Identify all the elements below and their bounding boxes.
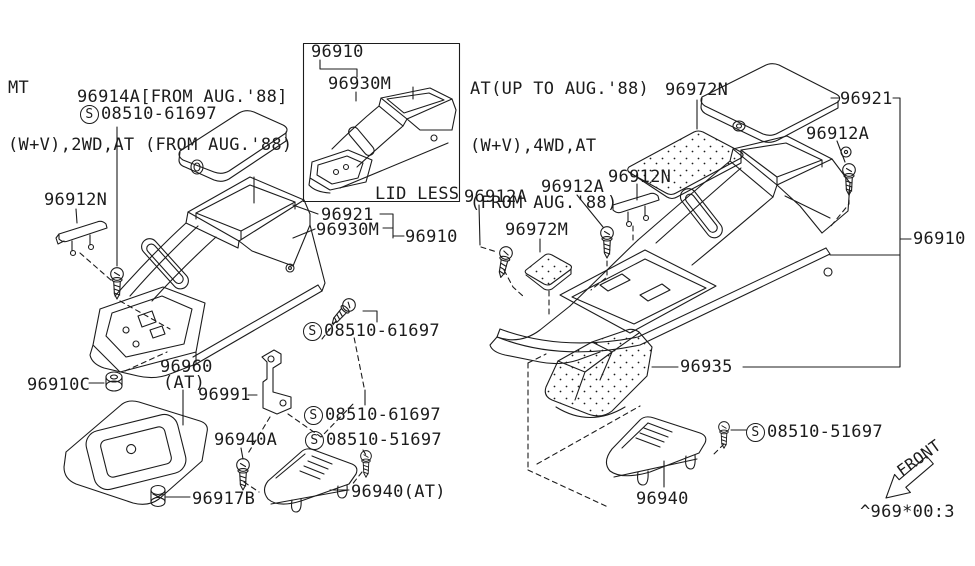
- config-note-2wd: MT (W+V),2WD,AT (FROM AUG.'88): [8, 41, 292, 174]
- screw-icon: [494, 244, 515, 280]
- part-label-96935: 96935: [680, 357, 733, 377]
- part-label-96917b: 96917B: [192, 489, 256, 509]
- config-note-line: (W+V),2WD,AT (FROM AUG.'88): [8, 135, 293, 156]
- pad-96972m: [524, 253, 573, 286]
- boot-96935: [544, 328, 653, 418]
- part-label-96940-at: 96940(AT): [351, 482, 446, 502]
- fastener-number: 08510-61697: [324, 321, 440, 341]
- latch-96912n-left: [55, 220, 108, 257]
- s-symbol-icon: S: [746, 423, 765, 442]
- console-4wd-drawing: [478, 63, 912, 508]
- part-label-96940a: 96940A: [214, 430, 278, 450]
- pad-96972m-edge: [525, 268, 572, 291]
- part-label-96921-left: 96921: [321, 205, 374, 225]
- part-label-96940: 96940: [636, 489, 689, 509]
- part-label-96910-right: 96910: [913, 229, 966, 249]
- part-label-96912a-left: 96912A: [464, 187, 528, 207]
- drawing-code: ^969*00:3: [860, 502, 955, 522]
- part-label-96991: 96991: [198, 385, 251, 405]
- s-symbol-icon: S: [304, 406, 323, 425]
- part-label-96910-left: 96910: [405, 227, 458, 247]
- inset-caption-lid-less: LID LESS: [375, 184, 460, 204]
- part-label-96972m: 96972M: [505, 220, 569, 240]
- part-label-96972n: 96972N: [665, 80, 729, 100]
- latch-96912n-right: [612, 192, 660, 228]
- fastener-number: 08510-61697: [101, 104, 217, 124]
- cover-96960: [63, 400, 208, 505]
- nut-96910c: [105, 371, 123, 392]
- inset-label-96930m: 96930M: [328, 74, 392, 94]
- inset-leader-lines: [319, 59, 414, 102]
- part-label-08510-51697-low: S 08510-51697: [305, 430, 442, 450]
- console-body-4wd: [489, 135, 851, 365]
- lid-4wd: [700, 63, 852, 158]
- screw-icon: [236, 458, 250, 491]
- pad-96972n-edge: [628, 156, 742, 200]
- config-note-line: MT: [8, 78, 30, 99]
- front-arrow-icon: [885, 455, 934, 499]
- inset-lidless-box: [302, 42, 461, 203]
- s-symbol-icon: S: [303, 322, 322, 341]
- part-label-96910c: 96910C: [27, 375, 91, 395]
- part-label-96930m-left: 96930M: [316, 220, 380, 240]
- config-note-line: AT(UP TO AUG.'88): [470, 79, 650, 100]
- screw-icon: [360, 450, 372, 478]
- bracket-96991: [261, 349, 292, 415]
- inset-console-drawing: [308, 87, 457, 194]
- part-label-96960: 96960: [160, 357, 213, 377]
- inset-label-96910: 96910: [311, 42, 364, 62]
- part-label-96960-at: (AT): [163, 373, 206, 393]
- config-note-line: (W+V),4WD,AT: [470, 136, 597, 157]
- part-label-96912a-center: 96912A: [541, 177, 605, 197]
- part-label-96921-right: 96921: [840, 89, 893, 109]
- cover-96940-at: [263, 448, 358, 513]
- part-label-08510-51697-right: S 08510-51697: [746, 422, 883, 442]
- part-label-96912n-left: 96912N: [44, 190, 108, 210]
- part-label-08510-61697-low: S 08510-61697: [304, 405, 441, 425]
- dashed-connectors-right: [480, 190, 850, 508]
- console-body-2wd: [89, 176, 326, 379]
- fastener-number: 08510-51697: [767, 422, 883, 442]
- fastener-number: 08510-51697: [326, 430, 442, 450]
- leader-lines-right: [478, 97, 912, 488]
- part-label-96912n-right: 96912N: [608, 167, 672, 187]
- part-label-96914a: 96914A[FROM AUG.'88]: [77, 87, 288, 107]
- screw-icon: [842, 163, 856, 196]
- cover-96940: [605, 416, 707, 486]
- part-label-08510-61697-mid: S 08510-61697: [303, 321, 440, 341]
- part-label-08510-61697-top: S 08510-61697: [80, 104, 217, 124]
- config-note-line: (FROM AUG.'88): [470, 193, 618, 214]
- clip-96917b: [150, 484, 166, 508]
- config-note-4wd: AT(UP TO AUG.'88) (W+V),4WD,AT (FROM AUG…: [470, 42, 649, 232]
- screw-icon: [110, 267, 124, 300]
- fastener-number: 08510-61697: [325, 405, 441, 425]
- leader-lines-left: [75, 126, 405, 498]
- lid-2wd: [178, 110, 288, 182]
- s-symbol-icon: S: [305, 431, 324, 450]
- s-symbol-icon: S: [80, 105, 99, 124]
- part-label-96912a-right: 96912A: [806, 124, 870, 144]
